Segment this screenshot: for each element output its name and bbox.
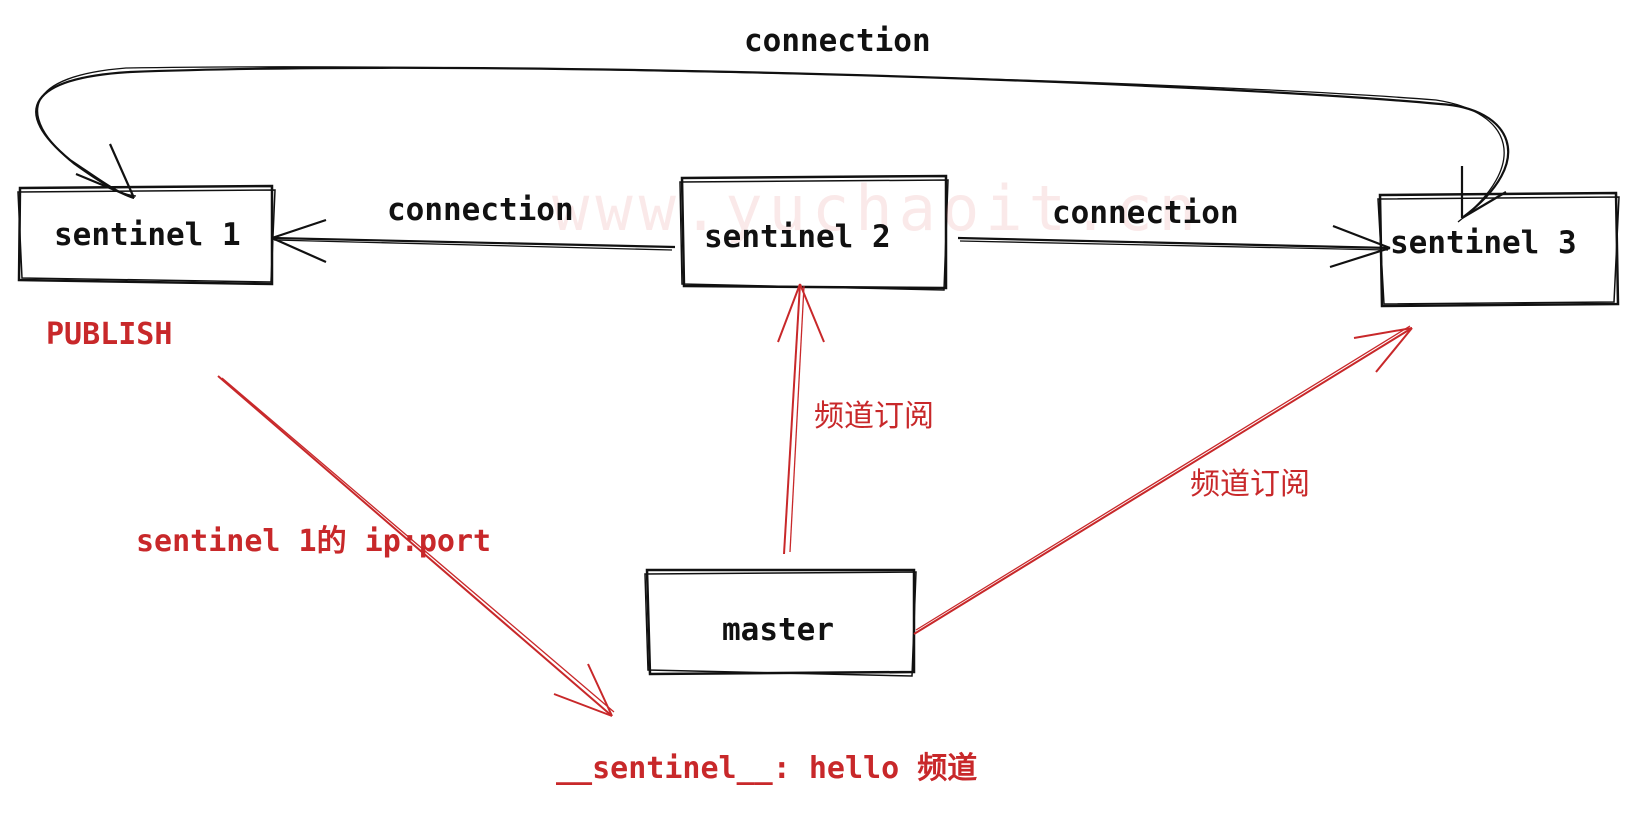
publish-label: PUBLISH [46, 317, 173, 352]
payload-label: sentinel 1的 ip:port [136, 524, 492, 559]
subscribe-s2-label: 频道订阅 [814, 399, 934, 434]
left-connection-arrow [271, 218, 676, 264]
publish-arrow [217, 375, 615, 717]
sentinel-2-box [679, 174, 949, 291]
master-label: master [722, 612, 834, 648]
right-connection-label: connection [1052, 195, 1239, 231]
sentinel-1-label: sentinel 1 [54, 217, 241, 253]
subscribe-s2-arrow [777, 283, 825, 555]
sentinel-3-box [1377, 191, 1620, 308]
top-connection-label: connection [744, 23, 931, 59]
subscribe-s3-arrow [913, 325, 1413, 635]
master-box [644, 568, 917, 677]
right-connection-arrow [957, 224, 1391, 269]
channel-label: __sentinel__: hello 频道 [556, 751, 978, 786]
subscribe-s3-label: 频道订阅 [1190, 467, 1310, 502]
left-connection-label: connection [387, 192, 574, 228]
watermark: www.yuchaoit.cn [552, 172, 1202, 245]
sentinel-3-label: sentinel 3 [1390, 225, 1577, 261]
sentinel-1-box [17, 184, 276, 286]
top-connection-arrow [35, 66, 1510, 223]
sentinel-2-label: sentinel 2 [704, 219, 891, 255]
